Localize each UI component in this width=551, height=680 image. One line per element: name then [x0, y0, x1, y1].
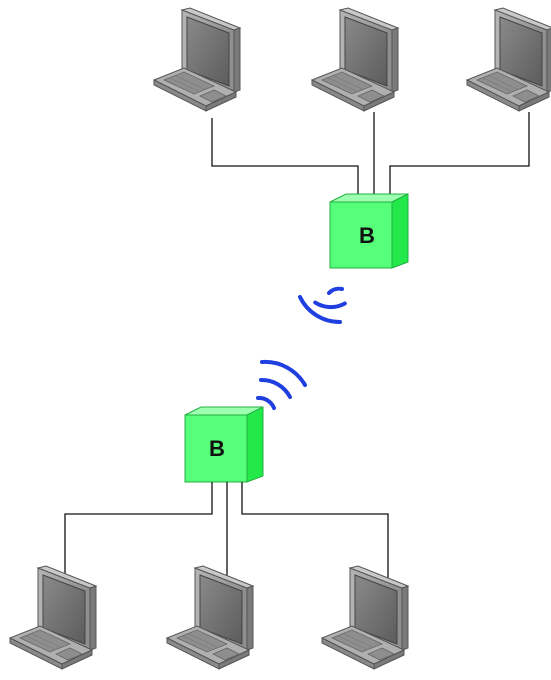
wireless-signal-top [298, 286, 347, 325]
cable-top-left [211, 118, 359, 196]
bridge-bottom-side [246, 406, 264, 483]
bridge-top[interactable]: B [329, 193, 409, 269]
cable-bottom-left [64, 482, 213, 576]
bridge-top-label: B [359, 223, 375, 248]
computer-bottom-left [9, 565, 97, 670]
cable-top-right [389, 112, 530, 196]
wireless-signal-bottom [256, 359, 307, 410]
cable-bottom-right [241, 482, 389, 578]
computer-bottom-right [321, 565, 409, 670]
computer-bottom-center [166, 565, 254, 670]
bridge-bottom[interactable]: B [184, 406, 264, 483]
computer-top-right [466, 7, 551, 112]
computer-top-left [153, 7, 241, 112]
cables-top [211, 112, 530, 196]
bridge-top-side [391, 193, 409, 269]
computer-top-center [311, 7, 399, 112]
cables-bottom [64, 482, 389, 580]
bridge-bottom-label: B [209, 436, 225, 461]
